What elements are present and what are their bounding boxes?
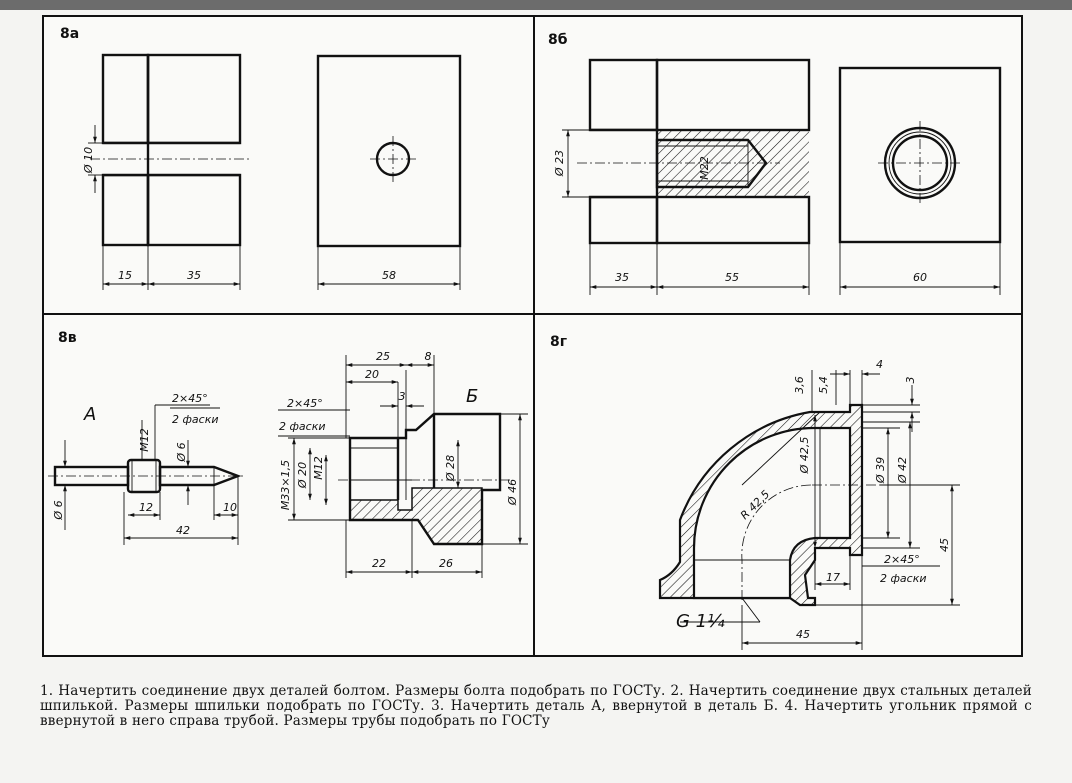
dim-a-thread-m12: M12 (138, 428, 151, 452)
dim-a-chamfer: 2×45° (172, 392, 208, 405)
dim-g-54: 5,4 (817, 376, 830, 394)
dim-g-45-vertical: 45 (938, 538, 951, 552)
dim-g-3: 3 (904, 377, 917, 384)
part-b-letter: Б (466, 386, 478, 407)
dim-g-4: 4 (876, 358, 883, 371)
dim-b-25: 25 (376, 350, 390, 363)
panel-8a: 8а Ø 10 15 35 (60, 26, 462, 290)
part-a-letter: А (83, 404, 96, 425)
elbow-fitting (658, 403, 880, 607)
dim-hole-diameter: Ø 10 (82, 147, 95, 174)
frame (42, 15, 1023, 657)
dim-g-chamfer-note: 2 фаски (880, 572, 926, 585)
plates-section-8a (90, 53, 252, 247)
dim-width-58: 58 (382, 269, 396, 282)
dim-left-35-b: 35 (615, 271, 629, 284)
dim-b-8: 8 (425, 350, 432, 363)
dim-b-d46: Ø 46 (506, 479, 519, 506)
dim-right-35: 35 (187, 269, 201, 282)
dim-b-chamfer-note: 2 фаски (279, 420, 325, 433)
plate-top-view-8a (316, 54, 462, 248)
dim-b-22: 22 (372, 557, 386, 570)
dim-a-chamfer-note: 2 фаски (172, 413, 218, 426)
dim-a-len-42: 42 (176, 524, 190, 537)
panel-label-8b: 8б (548, 32, 568, 48)
task-caption: 1. Начертить соединение двух деталей бол… (40, 683, 1032, 729)
panel-label-8v: 8в (58, 330, 77, 346)
dim-b-chamfer: 2×45° (287, 397, 323, 410)
dim-b-m12: M12 (312, 456, 325, 480)
dim-b-20: 20 (365, 368, 379, 381)
dim-g-d425: Ø 42,5 (798, 437, 811, 475)
panel-8b: 8б M22 Ø 23 35 55 (548, 32, 1002, 295)
panel-8g: 8г R 42,5 3,6 5,4 4 3 Ø 42,5 Ø (550, 334, 960, 650)
dim-g-thread: G 1¼ (676, 611, 725, 632)
panel-label-8g: 8г (550, 334, 567, 350)
dim-width-60: 60 (913, 271, 927, 284)
dim-b-m33: M33×1,5 (279, 460, 292, 510)
dim-g-36: 3,6 (793, 376, 806, 394)
dim-b-d28: Ø 28 (444, 455, 457, 482)
dim-right-55: 55 (725, 271, 739, 284)
panel-label-8a: 8а (60, 26, 79, 42)
dim-g-d42: Ø 42 (896, 457, 909, 484)
dim-a-dia-left: Ø 6 (52, 500, 65, 520)
dim-g-d39: Ø 39 (874, 457, 887, 484)
dim-b-3: 3 (399, 390, 406, 403)
scan-shadow (0, 0, 1072, 10)
dim-a-dia-right: Ø 6 (175, 442, 188, 462)
panel-8v: 8в А 2×45° 2 фаски M12 Ø 6 Ø 6 12 (48, 330, 528, 578)
dim-bore-diameter: Ø 23 (553, 150, 566, 177)
dim-a-len-12: 12 (139, 501, 153, 514)
dim-b-d20: Ø 20 (296, 462, 309, 489)
dim-a-len-10: 10 (223, 501, 237, 514)
studs-section-8b (577, 58, 811, 245)
dim-b-26: 26 (439, 557, 453, 570)
dim-g-45-horizontal: 45 (796, 628, 810, 641)
part-a-stud (48, 458, 246, 494)
dim-g-chamfer: 2×45° (884, 553, 920, 566)
dim-left-15: 15 (118, 269, 132, 282)
dim-g-17: 17 (826, 571, 840, 584)
plate-top-view-8b (838, 66, 1002, 244)
dim-thread-m22: M22 (698, 156, 711, 180)
